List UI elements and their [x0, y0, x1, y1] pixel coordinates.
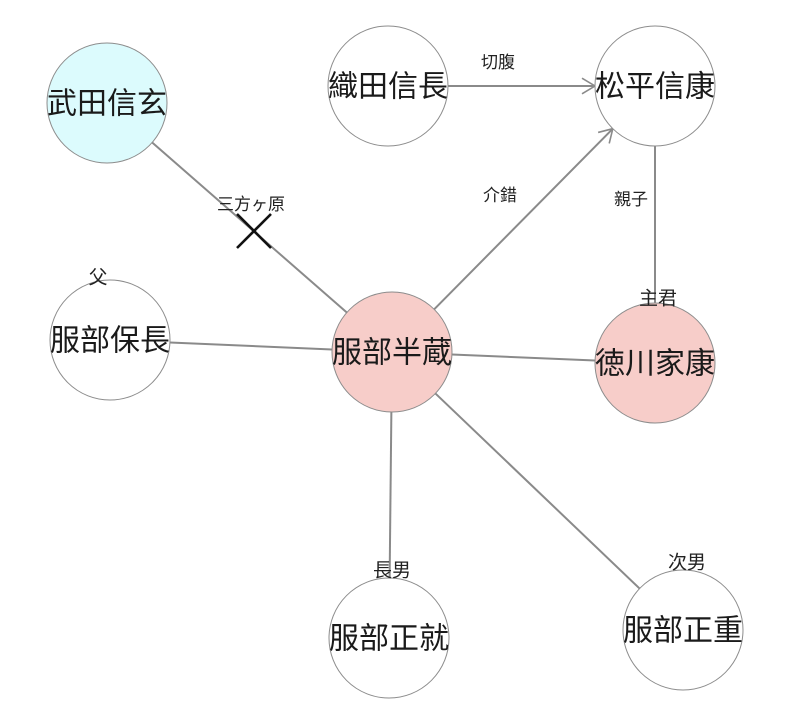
edges-layer — [151, 77, 656, 590]
edge-label-nobuyasu-ieyasu: 親子 — [614, 190, 648, 210]
role-label-ieyasu: 主君 — [639, 288, 677, 310]
node-label-nobunaga: 織田信長 — [328, 70, 448, 105]
node-ieyasu: 徳川家康 — [594, 302, 716, 424]
edge-hanzo-masashige — [434, 392, 641, 590]
node-masashige: 服部正重 — [622, 569, 744, 691]
edge-hanzo-ieyasu — [451, 353, 596, 362]
cross-mark — [236, 213, 272, 249]
node-circle-yasunaga — [49, 279, 171, 401]
node-label-ieyasu: 徳川家康 — [595, 347, 715, 382]
node-circle-masashige — [622, 569, 744, 691]
node-label-masanari: 服部正就 — [329, 622, 449, 657]
edge-label-hanzo-nobuyasu: 介錯 — [483, 186, 517, 206]
node-circle-nobuyasu — [594, 25, 716, 147]
role-label-masanari: 長男 — [373, 560, 411, 582]
node-circle-shingen — [46, 42, 168, 164]
node-shingen: 武田信玄 — [46, 42, 168, 164]
edge-hanzo-masanari — [388, 411, 393, 579]
edge-yasunaga-hanzo — [169, 341, 333, 351]
role-label-yasunaga: 父 — [88, 267, 107, 289]
node-label-hanzo: 服部半蔵 — [332, 336, 452, 371]
role-label-masashige: 次男 — [668, 552, 706, 574]
node-nobunaga: 織田信長 — [327, 25, 449, 147]
node-circle-ieyasu — [594, 302, 716, 424]
node-masanari: 服部正就 — [328, 577, 450, 699]
node-circle-nobunaga — [327, 25, 449, 147]
node-yasunaga: 服部保長 — [49, 279, 171, 401]
node-label-shingen: 武田信玄 — [47, 87, 167, 122]
node-circle-masanari — [328, 577, 450, 699]
edge-label-shingen-hanzo: 三方ヶ原 — [217, 195, 285, 215]
node-label-yasunaga: 服部保長 — [50, 324, 170, 359]
node-circle-hanzo — [331, 291, 453, 413]
node-hanzo: 服部半蔵 — [331, 291, 453, 413]
node-label-nobuyasu: 松平信康 — [595, 70, 715, 105]
node-label-masashige: 服部正重 — [623, 614, 743, 649]
edge-hanzo-nobuyasu — [433, 127, 614, 311]
edge-label-nobunaga-nobuyasu: 切腹 — [481, 53, 515, 73]
node-nobuyasu: 松平信康 — [594, 25, 716, 147]
